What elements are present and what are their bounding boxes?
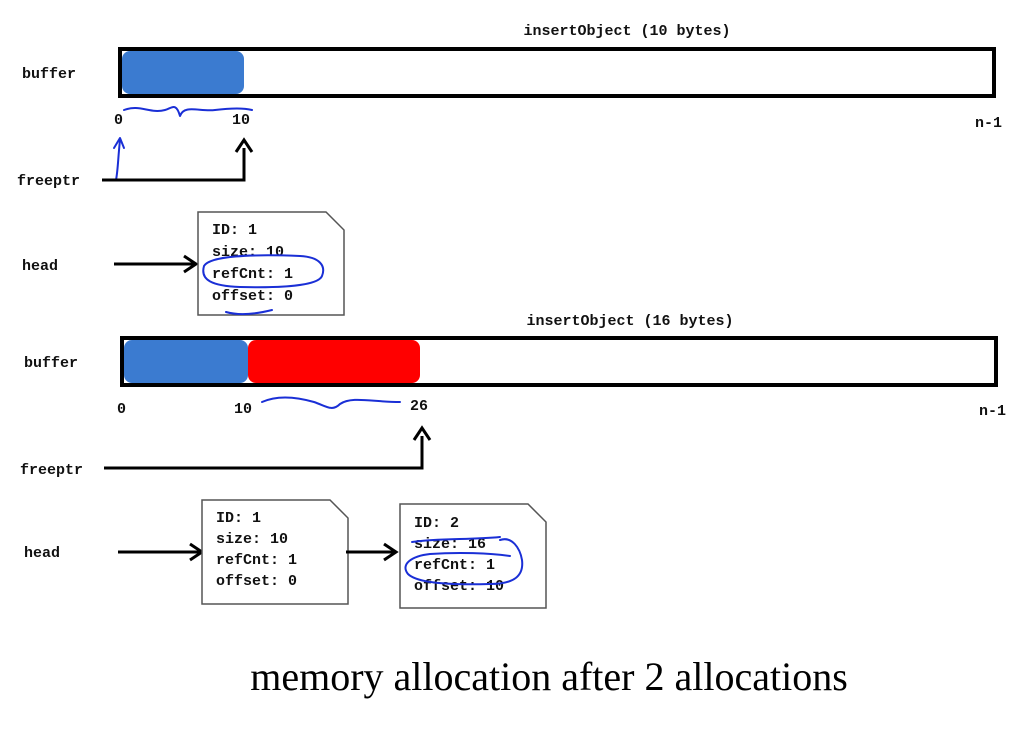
panel-2-ink-circle-refcnt: [404, 538, 524, 586]
panel-2-freeptr-arrowhead: [412, 425, 432, 441]
panel-2-node-2-refcnt: refCnt: 1: [414, 557, 495, 574]
panel-1-ink-circle-refcnt: [202, 254, 325, 289]
panel-2-segment-object-2: [248, 340, 420, 383]
panel-1-segment-object-1: [122, 51, 244, 94]
panel-2-ink-brace: [261, 396, 401, 409]
panel-1-node-1: ID: 1 size: 10 refCnt: 1 offset: 0: [197, 211, 345, 316]
panel-2-node-1-size: size: 10: [216, 531, 288, 548]
panel-1-node-1-offset: offset: 0: [212, 288, 293, 305]
panel-2-segment-object-1: [124, 340, 248, 383]
panel-1-node-1-refcnt: refCnt: 1: [212, 266, 293, 283]
panel-2-node-1: ID: 1 size: 10 refCnt: 1 offset: 0: [201, 499, 349, 605]
panel-1-tick-10: 10: [232, 112, 250, 129]
panel-2-node-2-id: ID: 2: [414, 515, 459, 532]
panel-1-freeptr-arrowhead: [234, 137, 254, 153]
panel-2: insertObject (16 bytes) buffer 0 10 26 n…: [20, 313, 1006, 609]
panel-1-ink-arrow-head: [113, 137, 125, 149]
figure-caption: memory allocation after 2 allocations: [250, 654, 848, 699]
panel-2-node-1-offset: offset: 0: [216, 573, 297, 590]
panel-1-node-1-card: [197, 211, 345, 316]
panel-2-freeptr-arrow: [104, 436, 424, 470]
panel-2-node-1-refcnt: refCnt: 1: [216, 552, 297, 569]
panel-2-node-1-id: ID: 1: [216, 510, 261, 527]
panel-2-node-1-card: [201, 499, 349, 605]
panel-1-title: insertObject (10 bytes): [523, 23, 730, 40]
panel-1-node-1-id: ID: 1: [212, 222, 257, 239]
panel-1: insertObject (10 bytes) buffer 0 10 n-1 …: [17, 23, 1002, 316]
panel-1-freeptr-label: freeptr: [17, 173, 80, 190]
panel-1-freeptr-arrow: [102, 148, 246, 182]
panel-1-tick-0: 0: [114, 112, 123, 129]
panel-2-capacity-label: n-1: [979, 403, 1006, 420]
panel-2-next-arrowhead: [383, 542, 399, 562]
panel-1-head-label: head: [22, 258, 58, 275]
panel-2-tick-0: 0: [117, 401, 126, 418]
panel-2-freeptr-label: freeptr: [20, 462, 83, 479]
panel-2-title: insertObject (16 bytes): [526, 313, 733, 330]
panel-1-head-arrowhead: [183, 254, 199, 274]
panel-2-tick-26: 26: [410, 398, 428, 415]
panel-1-buffer-label: buffer: [22, 66, 76, 83]
panel-1-capacity-label: n-1: [975, 115, 1002, 132]
panel-1-ink-arrow-shaft: [115, 139, 121, 181]
panel-1-ink-underline-offset: [225, 309, 273, 316]
panel-1-buffer: [118, 47, 996, 98]
panel-1-ink-brace: [123, 106, 253, 117]
panel-2-ink-strike-size: [411, 536, 501, 543]
panel-2-tick-10: 10: [234, 401, 252, 418]
panel-2-head-label: head: [24, 545, 60, 562]
panel-2-buffer-label: buffer: [24, 355, 78, 372]
